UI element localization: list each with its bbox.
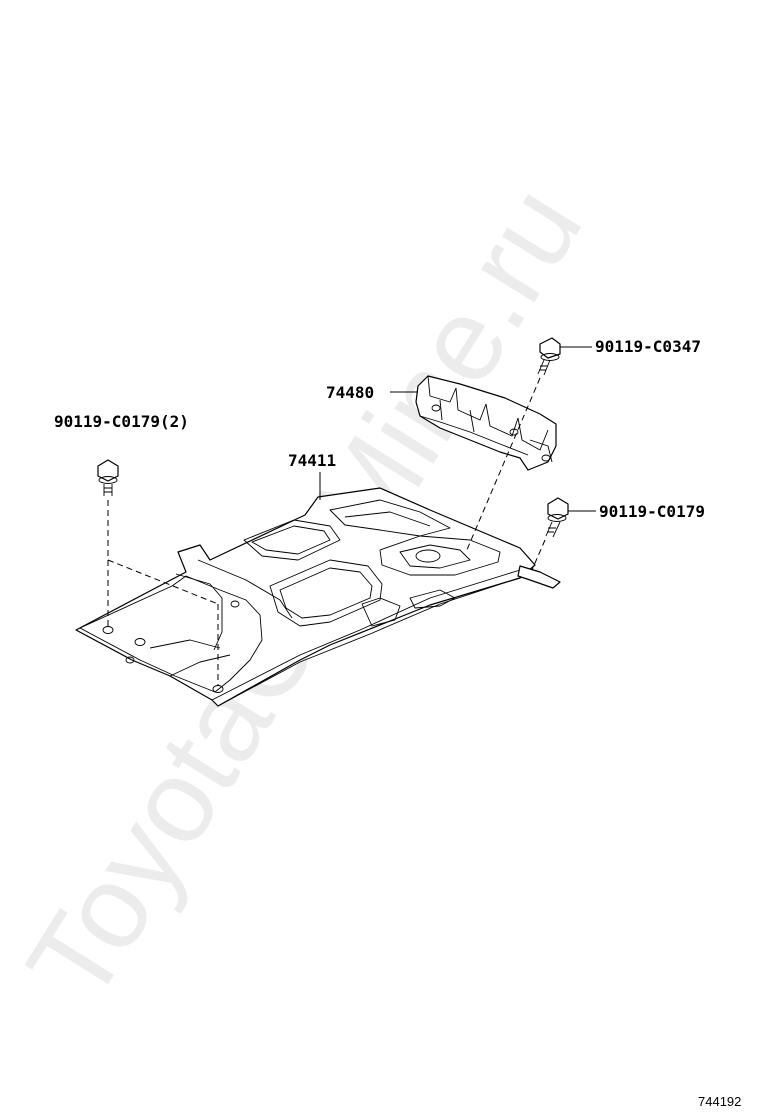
part-label-74480: 74480 — [326, 383, 374, 402]
leader-lines — [319, 346, 596, 512]
protector-74480[interactable] — [415, 375, 557, 471]
part-label-90119-C0347: 90119-C0347 — [595, 337, 701, 356]
bolt-90119-C0179-right[interactable] — [545, 497, 569, 538]
part-label-90119-C0179: 90119-C0179 — [599, 502, 705, 521]
engine-under-cover-74411[interactable] — [75, 487, 561, 707]
diagram-reference-number: 744192 — [698, 1094, 741, 1109]
bolt-90119-C0347[interactable] — [537, 337, 561, 376]
assembly-lines — [107, 377, 546, 686]
part-label-90119-C0179-2: 90119-C0179(2) — [54, 412, 189, 431]
part-label-74411: 74411 — [288, 451, 336, 470]
bolt-90119-C0179-left[interactable] — [97, 459, 119, 496]
